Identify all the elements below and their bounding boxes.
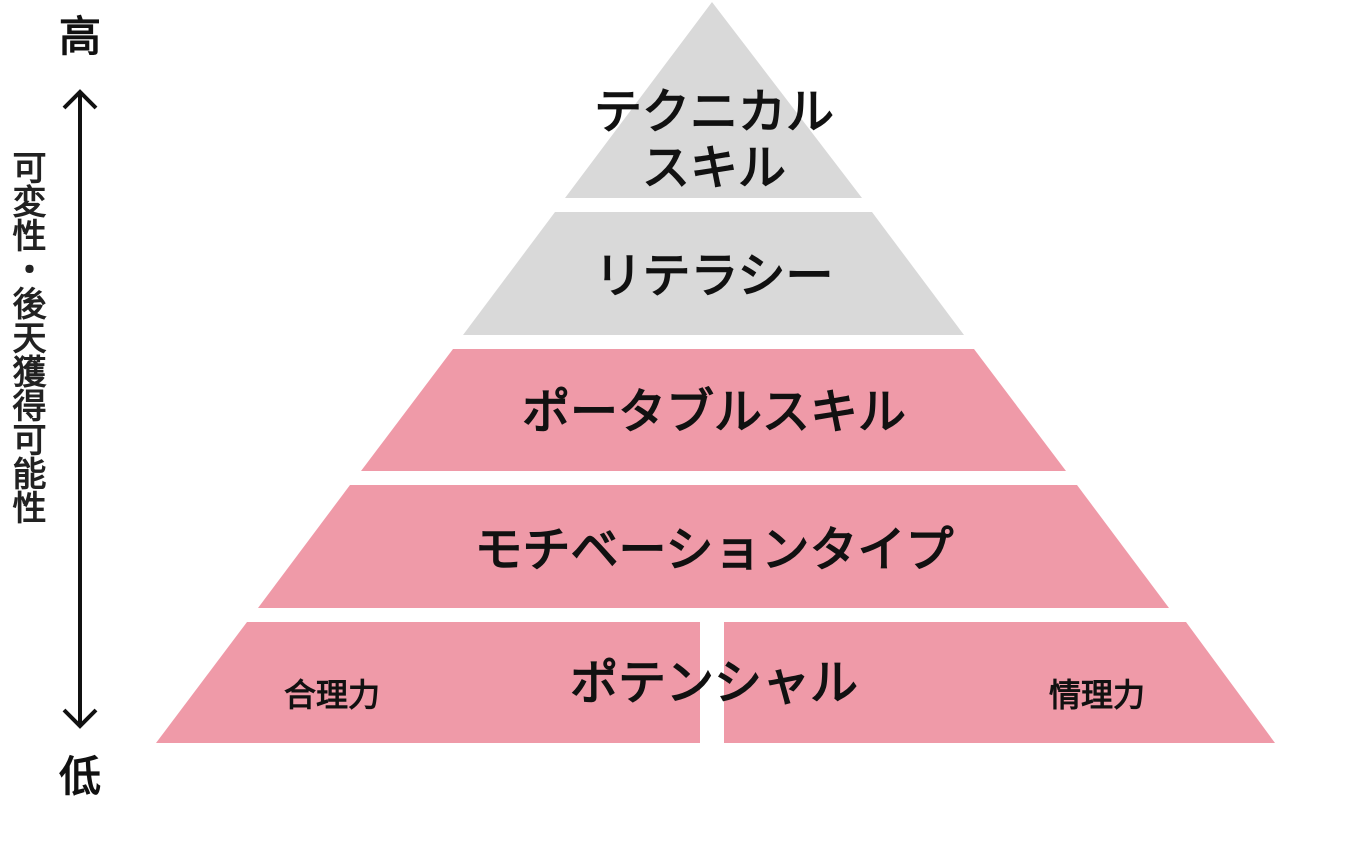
axis-side-label: 可変性・後天獲得可能性 — [6, 150, 46, 524]
tier-potential-label: ポテンシャル — [570, 655, 858, 711]
arrow-head-down-icon — [62, 708, 98, 729]
tier-technical-skill — [565, 2, 862, 198]
tier-potential-right — [724, 622, 1275, 743]
arrow-head-up-icon — [62, 89, 98, 110]
tier-motivation-label: モチベーションタイプ — [474, 522, 953, 578]
tier-technical-label-line2: スキル — [642, 140, 786, 196]
tier-portable-skill — [361, 349, 1066, 471]
tier-literacy — [463, 212, 964, 335]
tier-technical-label-line1: テクニカル — [594, 84, 834, 140]
tier-motivation-type — [258, 485, 1169, 608]
axis-bottom-label: 低 — [58, 752, 101, 801]
tier-potential-right-sub: 情理力 — [1049, 676, 1145, 714]
tier-potential-left — [156, 622, 700, 743]
tier-portable-label: ポータブルスキル — [522, 384, 906, 440]
tier-literacy-label: リテラシー — [594, 248, 833, 304]
axis-top-label: 高 — [58, 12, 101, 61]
axis-arrow — [62, 89, 98, 729]
tier-potential-left-sub: 合理力 — [284, 676, 380, 714]
